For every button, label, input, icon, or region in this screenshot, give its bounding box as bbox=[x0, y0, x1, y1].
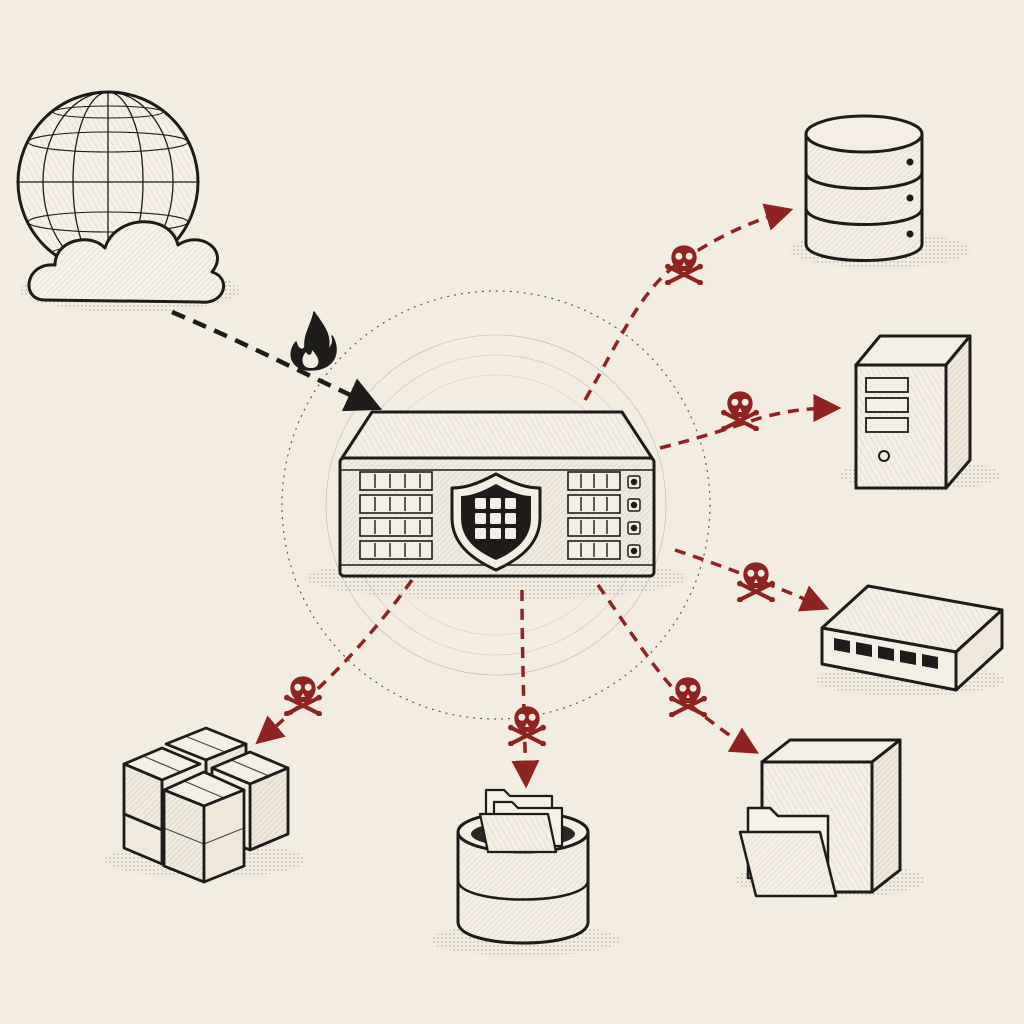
threat-arrow-database bbox=[583, 203, 794, 401]
threat-arrow-file-storage bbox=[596, 583, 760, 754]
firewall-appliance bbox=[306, 410, 686, 600]
threat-arrow-file-bucket bbox=[511, 589, 540, 789]
network-switch-icon bbox=[815, 584, 1005, 696]
folder-icon bbox=[738, 806, 838, 898]
cubes-icon bbox=[105, 726, 305, 884]
file-storage-icon bbox=[735, 738, 925, 898]
skull-crossbones-icon bbox=[284, 676, 322, 716]
cloud-icon bbox=[27, 220, 225, 304]
internet-source bbox=[16, 90, 240, 312]
threat-arrow-container-cubes bbox=[255, 578, 414, 745]
database-icon bbox=[790, 114, 970, 268]
skull-crossbones-icon bbox=[665, 245, 703, 285]
files-icon bbox=[478, 788, 564, 854]
incoming-attack-arrow bbox=[171, 309, 383, 412]
skull-crossbones-icon bbox=[669, 677, 707, 717]
threat-arrow-network-switch bbox=[674, 548, 830, 612]
drive-bays-left bbox=[359, 471, 433, 560]
skull-crossbones-icon bbox=[737, 562, 775, 602]
skull-crossbones-icon bbox=[508, 706, 546, 746]
tower-server-icon bbox=[840, 334, 1000, 491]
threat-arrows bbox=[255, 203, 842, 789]
flame-icon bbox=[290, 311, 337, 371]
shield-grid-icon bbox=[450, 472, 542, 572]
file-bucket-icon bbox=[430, 788, 620, 956]
status-lights bbox=[627, 475, 641, 558]
threat-arrow-tower-server bbox=[659, 394, 842, 450]
